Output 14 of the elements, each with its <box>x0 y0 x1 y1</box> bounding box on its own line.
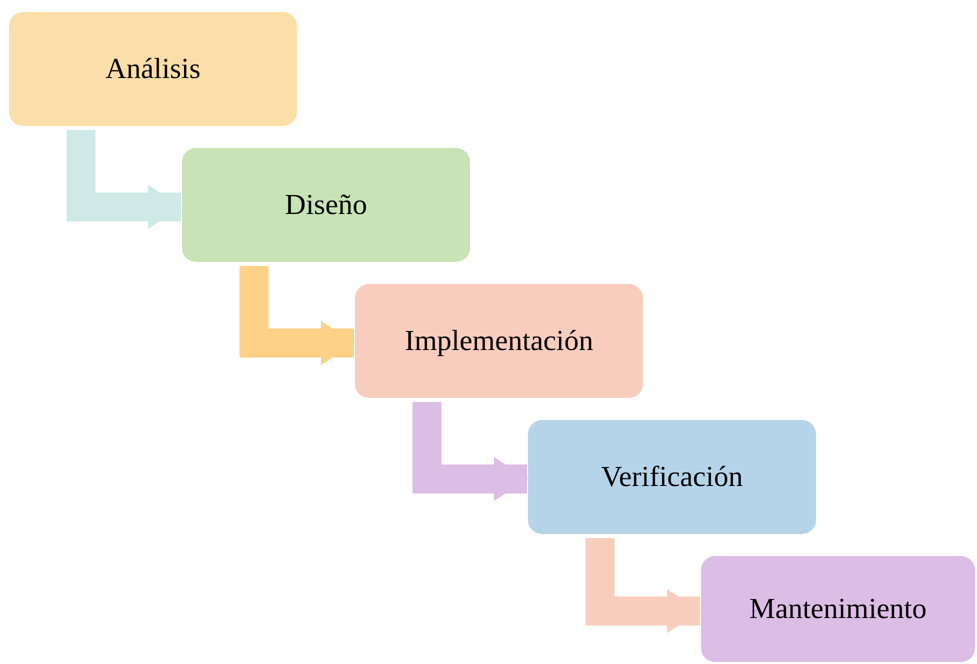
process-box <box>701 556 975 662</box>
arrow <box>240 266 355 365</box>
step-label: Diseño <box>284 188 368 222</box>
step-label: Mantenimiento <box>749 592 927 626</box>
arrow <box>66 130 182 229</box>
process-box <box>528 420 816 534</box>
step-label: Verificación <box>601 460 743 494</box>
process-box <box>182 148 470 262</box>
step-label: Implementación <box>404 324 594 358</box>
step-label: Análisis <box>105 52 201 86</box>
arrow <box>586 538 701 633</box>
process-box <box>355 284 643 398</box>
process-box <box>9 12 297 126</box>
arrow <box>412 402 528 501</box>
